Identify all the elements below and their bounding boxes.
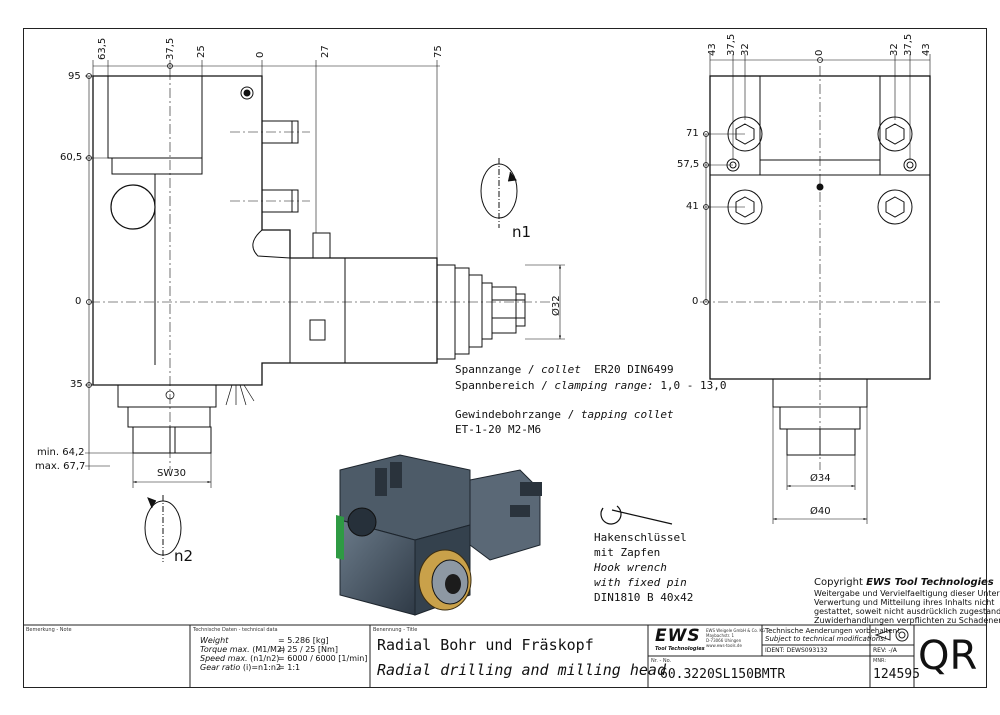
- note-tapping-value: ET-1-20 M2-M6: [455, 423, 542, 436]
- wrench-line4: with fixed pin: [594, 576, 687, 589]
- speed-value: = 6000 / 6000 [1/min]: [278, 654, 368, 663]
- drawing-sheet: [23, 28, 987, 688]
- projection-symbol-icon: [874, 628, 909, 642]
- dim-dia40: Ø40: [810, 506, 831, 517]
- company-line4: www.ews-tools.de: [706, 643, 742, 648]
- title-de: Radial Bohr und Fräskopf: [377, 636, 594, 654]
- dim-r-32b: 32: [889, 43, 900, 56]
- dim-r-43b: 43: [921, 43, 932, 56]
- company-line3: D-73066 Uhingen: [706, 638, 742, 643]
- torque-row: Torque max. (M1/M2): [200, 645, 286, 654]
- wrench-line2: mit Zapfen: [594, 546, 661, 559]
- rotation-n1-icon: [480, 158, 518, 228]
- dim-min: min. 64,2: [37, 447, 85, 458]
- mnr-label: MNR:: [873, 658, 887, 664]
- centerlines-left: [90, 70, 550, 470]
- copyright-line2: Verwertung und Mitteilung ihres Inhalts …: [814, 598, 995, 607]
- torque-value: = 25 / 25 [Nm]: [278, 645, 338, 654]
- label-n1: n1: [512, 223, 532, 241]
- mnr-value: 124595: [873, 667, 920, 682]
- dim-60-5: 60,5: [60, 152, 83, 163]
- dim-r-37-5a: 37,5: [726, 33, 737, 56]
- rev: REV: -/A: [873, 647, 897, 654]
- nr-label: Nr. - No.: [651, 658, 672, 664]
- dim-lines-left: [85, 60, 565, 488]
- dim-lines-right: [703, 54, 931, 524]
- dim-0-left: 0: [75, 296, 82, 307]
- dim-max: max. 67,7: [35, 461, 86, 472]
- tech-data-label: Technische Daten - technical data: [193, 627, 278, 633]
- label-n2: n2: [174, 547, 194, 565]
- copyright-line1: Weitergabe und Vervielfaeltigung dieser …: [814, 589, 1000, 598]
- note-collet: Spannzange / collet ER20 DIN6499: [455, 363, 674, 376]
- copyright-line4: Zuwiderhandlungen verpflichten zu Schade…: [814, 616, 1000, 625]
- remarks-label: Bemerkung - Note: [26, 627, 72, 633]
- ident: IDENT: DEWS093132: [765, 647, 828, 654]
- dim-57-5: 57,5: [677, 159, 700, 170]
- dim-63-5: 63,5: [97, 37, 108, 60]
- qr-code-label: QR: [918, 633, 978, 679]
- side-view: [92, 75, 526, 454]
- dim-r-43a: 43: [707, 43, 718, 56]
- dim-dots-left: [86, 63, 175, 400]
- ratio-value: = 1:1: [278, 663, 301, 672]
- dim-0-right: 0: [692, 296, 699, 307]
- dim-37-5: 37,5: [165, 37, 176, 60]
- dim-71: 71: [686, 128, 699, 139]
- ratio-row: Gear ratio (i)=n1:n2: [200, 663, 282, 672]
- dim-sw30: SW30: [157, 468, 186, 479]
- speed-row: Speed max. (n1/n2): [200, 654, 280, 663]
- dim-dia32: Ø32: [551, 295, 562, 316]
- hook-wrench-icon: [600, 505, 673, 525]
- wrench-line1: Hakenschlüssel: [594, 531, 687, 544]
- dim-41: 41: [686, 201, 699, 212]
- rotation-n2-icon: [144, 495, 182, 562]
- dim-dia34: Ø34: [810, 473, 831, 484]
- dim-0-top: 0: [255, 51, 266, 58]
- centerlines-right: [700, 66, 940, 470]
- dim-75: 75: [433, 45, 444, 58]
- copyright-line3: gestattet, soweit nicht ausdrücklich zug…: [814, 607, 1000, 616]
- ews-logo-sub: Tool Technologies: [655, 646, 705, 652]
- nr-value: 60.3220SL150BMTR: [660, 667, 786, 682]
- dim-dots-right: [703, 57, 823, 305]
- ews-logo: EWS: [655, 626, 701, 646]
- dim-27: 27: [320, 45, 331, 58]
- wrench-line5: DIN1810 B 40x42: [594, 591, 694, 604]
- dim-25: 25: [196, 45, 207, 58]
- company-line1: EWS Weigele GmbH & Co. KG: [706, 628, 766, 633]
- title-block-lines: [23, 624, 987, 688]
- copyright-title: Copyright EWS Tool Technologies: [814, 577, 994, 588]
- company-line2: Maybachstr. 1: [706, 633, 735, 638]
- isometric-view: [336, 454, 542, 616]
- note-tapping: Gewindebohrzange / tapping collet: [455, 408, 674, 421]
- wrench-line3: Hook wrench: [594, 561, 667, 574]
- weight-value: = 5.286 [kg]: [278, 636, 329, 645]
- title-en: Radial drilling and milling head: [377, 661, 666, 679]
- weight-label: Weight: [200, 636, 229, 645]
- dim-r-0: 0: [814, 49, 825, 56]
- name-label: Benennung - Title: [373, 627, 418, 633]
- dim-95: 95: [68, 71, 81, 82]
- change-en: Subject to technical modifications!: [765, 635, 887, 643]
- dim-35: 35: [70, 379, 83, 390]
- dim-r-32a: 32: [740, 43, 751, 56]
- change-de: Technische Aenderungen vorbehalten!: [765, 627, 900, 635]
- note-range: Spannbereich / clamping range: 1,0 - 13,…: [455, 379, 727, 392]
- dim-r-37-5b: 37,5: [903, 33, 914, 56]
